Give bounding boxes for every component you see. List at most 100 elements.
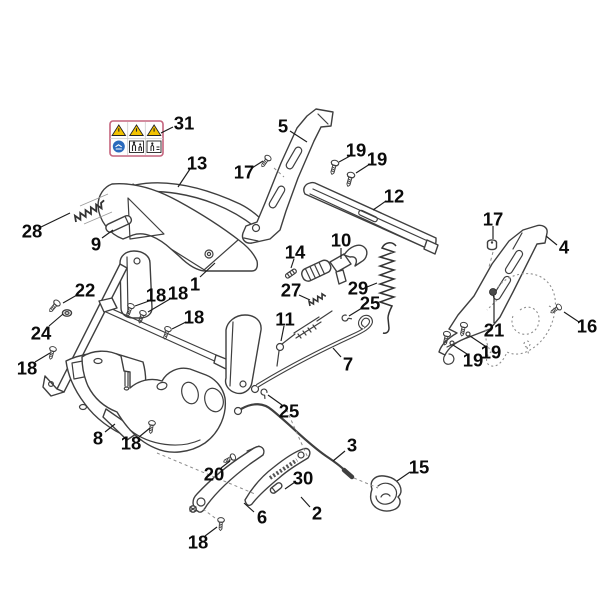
part-callout: 13	[187, 153, 208, 174]
part-7-control-rod	[250, 314, 374, 394]
leader-line	[243, 502, 255, 513]
part-24-washer	[61, 309, 73, 317]
part-callout: 1	[190, 274, 200, 295]
screw-18	[46, 345, 58, 361]
leader-line	[267, 394, 283, 406]
nut-17-right	[486, 239, 498, 251]
leader-line	[290, 258, 295, 269]
leader-line	[48, 313, 64, 327]
leader-line	[62, 294, 78, 304]
part-callout: 21	[484, 320, 505, 341]
part-callout: 25	[279, 401, 300, 422]
leader-line	[332, 450, 346, 462]
leader-line	[332, 347, 342, 358]
part-callout: 18	[121, 433, 142, 454]
leader-line	[366, 282, 378, 288]
screw-19	[343, 170, 356, 188]
part-callout: 24	[31, 323, 52, 344]
leader-line	[101, 229, 114, 239]
leader-line	[563, 311, 580, 323]
part-callout: 6	[257, 507, 267, 528]
part-callout: 8	[93, 428, 103, 449]
part-callout: 22	[75, 280, 96, 301]
part-28-spring	[73, 193, 113, 225]
screw-22	[46, 298, 62, 315]
leader-line	[372, 200, 387, 211]
part-callout: 11	[275, 309, 295, 330]
part-30-pin	[269, 482, 283, 494]
part-callout: 10	[331, 230, 352, 251]
leader-line	[177, 168, 191, 188]
part-callout: 19	[346, 140, 367, 161]
part-callout: 19	[463, 350, 484, 371]
part-12-handle-rail	[303, 181, 439, 255]
leader-line	[355, 163, 371, 174]
part-callout: 18	[17, 358, 38, 379]
leader-line	[134, 300, 150, 307]
part-callout: 16	[577, 316, 598, 337]
part-callout: 31	[174, 113, 195, 134]
part-9-pin	[105, 214, 133, 233]
leader-line	[104, 423, 116, 433]
part-callout: 19	[367, 149, 388, 170]
part-callout: 4	[559, 237, 570, 258]
part-callout: 29	[348, 278, 369, 299]
part-callout: 28	[22, 221, 43, 242]
part-31-safety-label	[109, 120, 164, 157]
part-callout: 18	[146, 285, 167, 306]
leader-line	[300, 496, 311, 508]
part-25-clip	[340, 312, 353, 323]
screw-18	[216, 516, 225, 532]
part-14-pin	[284, 268, 297, 279]
leader-line	[545, 235, 558, 246]
part-15-knob	[369, 475, 402, 512]
part-callout: 7	[343, 354, 353, 375]
part-29-spring	[377, 242, 397, 334]
leader-line	[348, 307, 363, 317]
leader-line	[171, 321, 187, 330]
leader-line	[138, 427, 151, 438]
part-callout: 2	[312, 503, 322, 524]
part-10-lever-assembly	[301, 244, 368, 285]
keep-bystanders-away-icon	[129, 140, 144, 153]
part-11-link-rod	[275, 310, 333, 367]
part-callout: 17	[483, 209, 504, 230]
part-5-handle-bracket-left	[241, 108, 334, 244]
leader-line	[40, 212, 71, 228]
screw-16	[548, 302, 564, 316]
part-25-clip	[259, 387, 271, 400]
part-2-ratchet-lever	[244, 447, 311, 507]
part-1-handle-mount-panel	[97, 182, 259, 272]
leader-line	[284, 481, 296, 490]
part-callout: 27	[281, 280, 302, 301]
leader-line	[396, 471, 411, 482]
ghost-part-outline	[485, 273, 558, 367]
part-callout: 9	[91, 234, 101, 255]
leader-line	[147, 298, 171, 313]
part-callout: 12	[384, 186, 405, 207]
leader-line	[338, 155, 351, 163]
part-callout: 30	[293, 468, 314, 489]
part-27-spring	[307, 292, 327, 307]
part-callout: 18	[184, 307, 205, 328]
part-callout: 18	[188, 532, 209, 553]
housing-body	[42, 250, 262, 453]
part-21-plug	[489, 288, 497, 296]
leader-line	[469, 335, 486, 347]
leader-line	[280, 325, 285, 342]
screw-19	[327, 158, 340, 176]
screw-17-left	[258, 153, 273, 170]
blade-hazard-icon	[146, 140, 162, 153]
part-callout: 3	[347, 435, 357, 456]
leader-line	[199, 262, 216, 278]
part-callout: 18	[168, 283, 189, 304]
read-manual-icon	[112, 140, 125, 153]
warning-triangle-icon	[111, 124, 162, 136]
leader-line	[160, 126, 174, 134]
leader-line	[289, 130, 308, 143]
part-callout: 14	[285, 242, 306, 263]
part-3-control-cable	[233, 403, 355, 480]
leader-line	[34, 352, 51, 363]
